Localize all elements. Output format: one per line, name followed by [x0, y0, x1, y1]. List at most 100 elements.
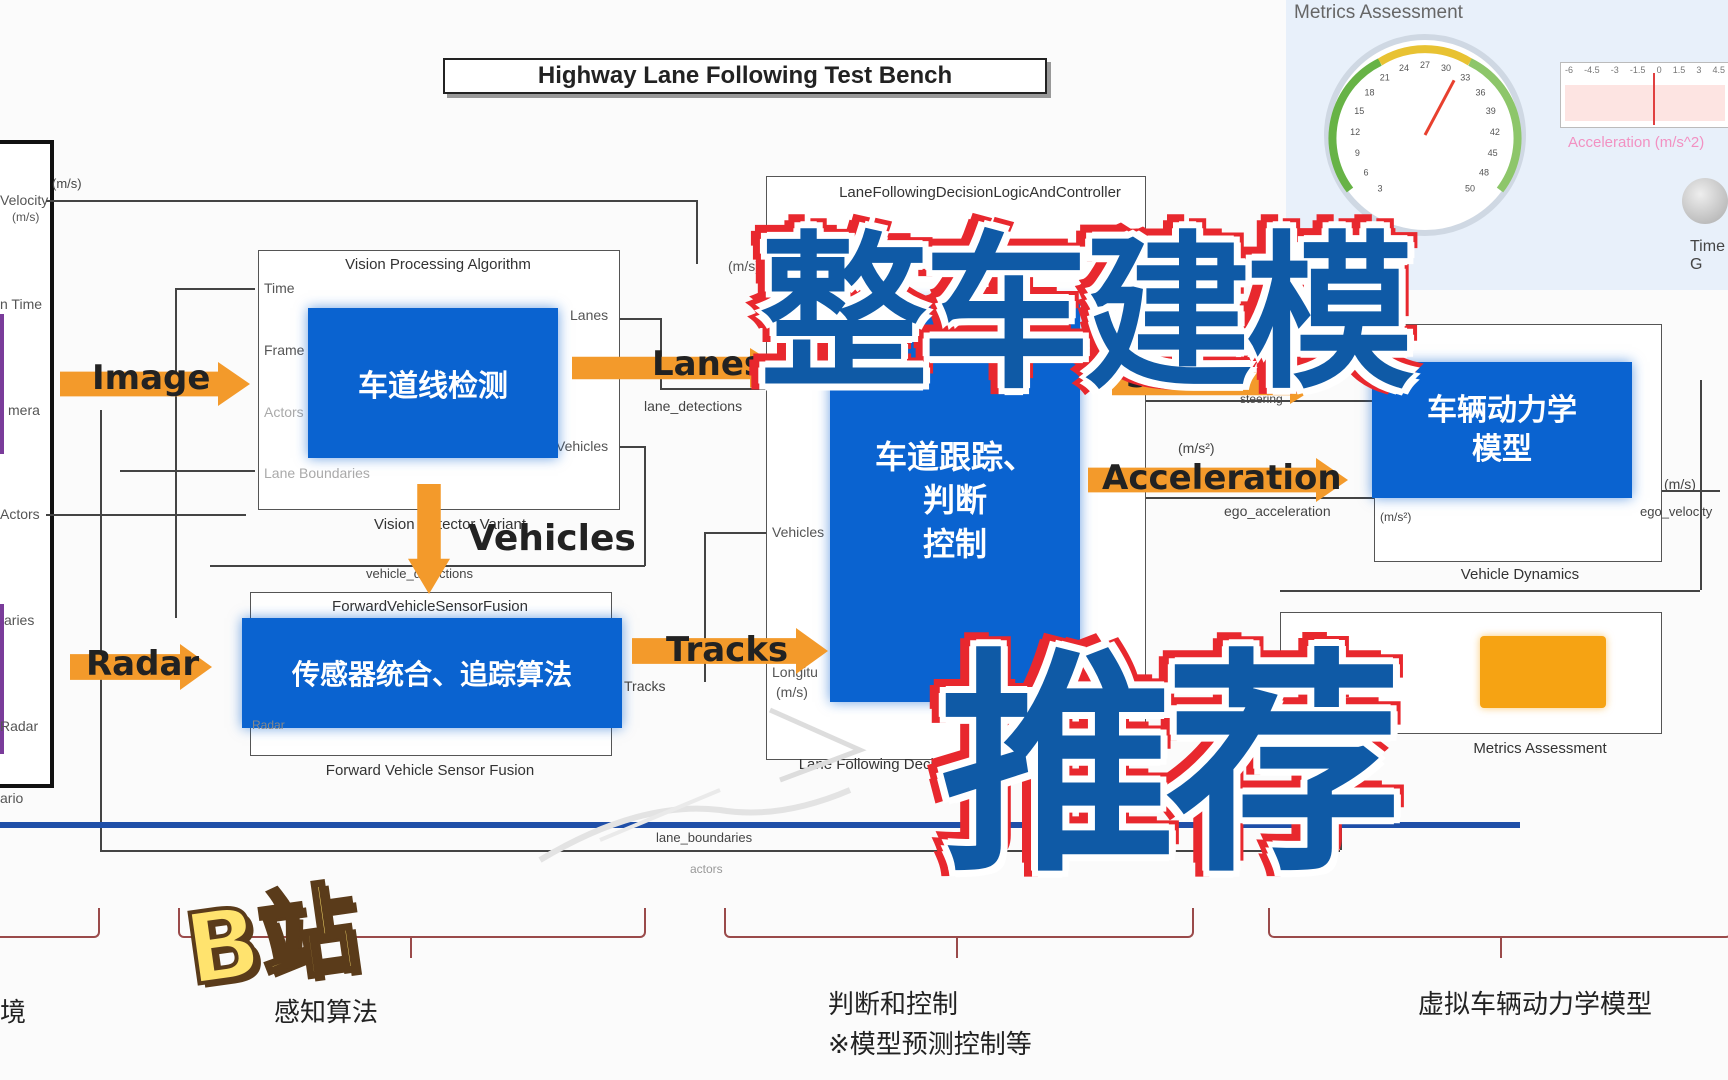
scenario-block[interactable] — [0, 140, 54, 788]
gauge-tick-label: 3 — [1377, 184, 1382, 194]
bracket-decision-tick — [956, 936, 958, 958]
dynamics-port-velocity-unit: (m/s) — [1664, 476, 1696, 492]
gauge-tick-label: 45 — [1488, 148, 1498, 158]
wire-label-rad: (rad) — [1160, 248, 1190, 264]
section-sublabel-decision: ※模型预测控制等 — [828, 1030, 1032, 1060]
accel-tick-label: 1.5 — [1672, 65, 1686, 75]
fusion-title: ForwardVehicleSensorFusion — [332, 598, 528, 615]
accel-meter-label: Acceleration (m/s^2) — [1568, 134, 1705, 151]
vision-in-time: Time — [264, 280, 295, 296]
accel-meter-needle — [1653, 73, 1655, 125]
vision-out-vehicles: Vehicles — [556, 438, 609, 454]
scenario-port-time: n Time — [0, 296, 43, 312]
steering-arrow-label: Steerin — [1126, 360, 1250, 395]
gauge-tick-label: 9 — [1355, 148, 1360, 158]
gauge-tick-label: 39 — [1486, 106, 1496, 116]
section-label-perception: 感知算法 — [274, 998, 379, 1028]
wire-tracks-h — [704, 532, 770, 534]
accel-tick-label: 3 — [1696, 65, 1702, 75]
scenario-footer: ario — [0, 790, 24, 806]
gauge-tick-label: 21 — [1380, 73, 1390, 83]
decision-out-long-unit: (m/s) — [776, 684, 808, 700]
vision-title: Vision Processing Algorithm — [345, 256, 531, 273]
time-gap-label: Time G — [1690, 238, 1725, 273]
scribble-marks — [538, 707, 867, 863]
lanes-arrow-label: Lanes — [652, 344, 765, 384]
wire-label-lane-boundaries: lane_boundaries — [656, 830, 753, 845]
bracket-perception-tick — [410, 936, 412, 958]
scenario-port-velocity: Velocity — [0, 192, 49, 208]
metrics-panel-title: Metrics Assessment — [1294, 2, 1463, 23]
decision-in-vehicles: Vehicles — [772, 524, 825, 540]
fusion-footer: Forward Vehicle Sensor Fusion — [325, 762, 535, 779]
decision-in-velocity: (m/s) — [728, 258, 760, 274]
dynamics-port-accel-unit: (m/s²) — [1380, 510, 1412, 524]
bracket-dynamics-tick — [1500, 936, 1502, 958]
wire-label-actors: actors — [690, 862, 723, 876]
scenario-port-camera: mera — [8, 402, 40, 418]
wire-tracks-up — [704, 532, 706, 682]
bilibili-badge: B站 — [176, 869, 367, 1010]
vehicle-dynamics-block[interactable]: 车辆动力学 模型 — [1372, 362, 1632, 498]
vision-in-frame: Frame — [264, 342, 305, 358]
wire-feedback-bottom — [100, 850, 1340, 852]
wire-lanes-out — [620, 318, 660, 320]
gauge-tick-label: 36 — [1475, 87, 1485, 97]
accel-meter-red-band — [1565, 85, 1725, 121]
image-arrow-label: Image — [92, 358, 211, 398]
gauge-tick-label: 33 — [1460, 73, 1470, 83]
gauge-tick-label: 18 — [1364, 87, 1374, 97]
accel-tick-label: -3 — [1610, 65, 1619, 75]
wire-label-lane-detections: lane_detections — [644, 398, 743, 414]
wire-velocity-top — [46, 200, 696, 202]
gauge-tick-label: 48 — [1479, 168, 1489, 178]
wire-vehicles-out — [620, 446, 645, 448]
gauge-tick-label: 6 — [1363, 168, 1368, 178]
wire-lane-detections — [660, 388, 770, 390]
wire-ego-velocity-out — [1660, 490, 1720, 492]
accel-tick-label: -1.5 — [1629, 65, 1646, 75]
overlay-title-line2: 推荐 — [940, 629, 1402, 904]
scenario-purple-bar-top — [0, 314, 4, 454]
decision-control-block[interactable]: 车道跟踪、 判断 控制 — [830, 300, 1080, 702]
accel-tick-label: 4.5 — [1712, 65, 1725, 75]
wire-steering — [1144, 400, 1374, 402]
wire-loop-right-bottom — [1280, 590, 1700, 592]
wire-accel — [1144, 497, 1374, 499]
section-label-environment: 境 — [0, 998, 27, 1028]
section-label-decision: 判断和控制 — [828, 990, 959, 1020]
wire-time-in — [175, 288, 255, 290]
scenario-port-velocity-unit: (m/s) — [12, 210, 40, 224]
wire-label-steering: steering — [1240, 392, 1283, 406]
sensor-fusion-block[interactable]: 传感器统合、追踪算法 — [242, 618, 622, 728]
wire-label-accel-unit: (m/s²) — [1178, 440, 1215, 456]
decision-label-line2: 判断 — [922, 481, 987, 520]
vision-in-actors: Actors — [264, 404, 304, 420]
bracket-dynamics — [1268, 908, 1728, 938]
dynamics-label-line1: 车辆动力学 — [1427, 393, 1577, 428]
gauge-tick-label: 27 — [1420, 60, 1430, 70]
overlay-title-line1: 整车建模 — [760, 216, 1414, 412]
metrics-footer: Metrics Assessment — [1473, 740, 1607, 757]
bench-title-box: Highway Lane Following Test Bench — [443, 58, 1047, 94]
wire-feedback-right — [1340, 620, 1342, 850]
wire-label-ego-acceleration: ego_acceleration — [1224, 503, 1331, 519]
wire-label-velocity: (m/s) — [52, 176, 82, 191]
lane-detection-block[interactable]: 车道线检测 — [308, 308, 558, 458]
bracket-decision — [724, 908, 1194, 938]
metrics-orange-block[interactable] — [1480, 636, 1606, 708]
vision-footer: Vision Detector Variant — [373, 516, 527, 533]
wire-actors-bus — [100, 410, 102, 850]
bracket-environment — [0, 908, 100, 938]
decision-out-longitudinal: Longitu — [772, 664, 818, 680]
scenario-port-actors: Actors — [0, 506, 40, 522]
gauge-tick-label: 24 — [1399, 63, 1409, 73]
lane-boundaries-bus — [0, 822, 1520, 828]
vision-in-lane-boundaries: Lane Boundaries — [264, 465, 370, 481]
gauge-tick-label: 30 — [1441, 63, 1451, 73]
scenario-port-boundaries: aries — [4, 612, 35, 628]
gauge-tick-label: 42 — [1490, 127, 1500, 137]
